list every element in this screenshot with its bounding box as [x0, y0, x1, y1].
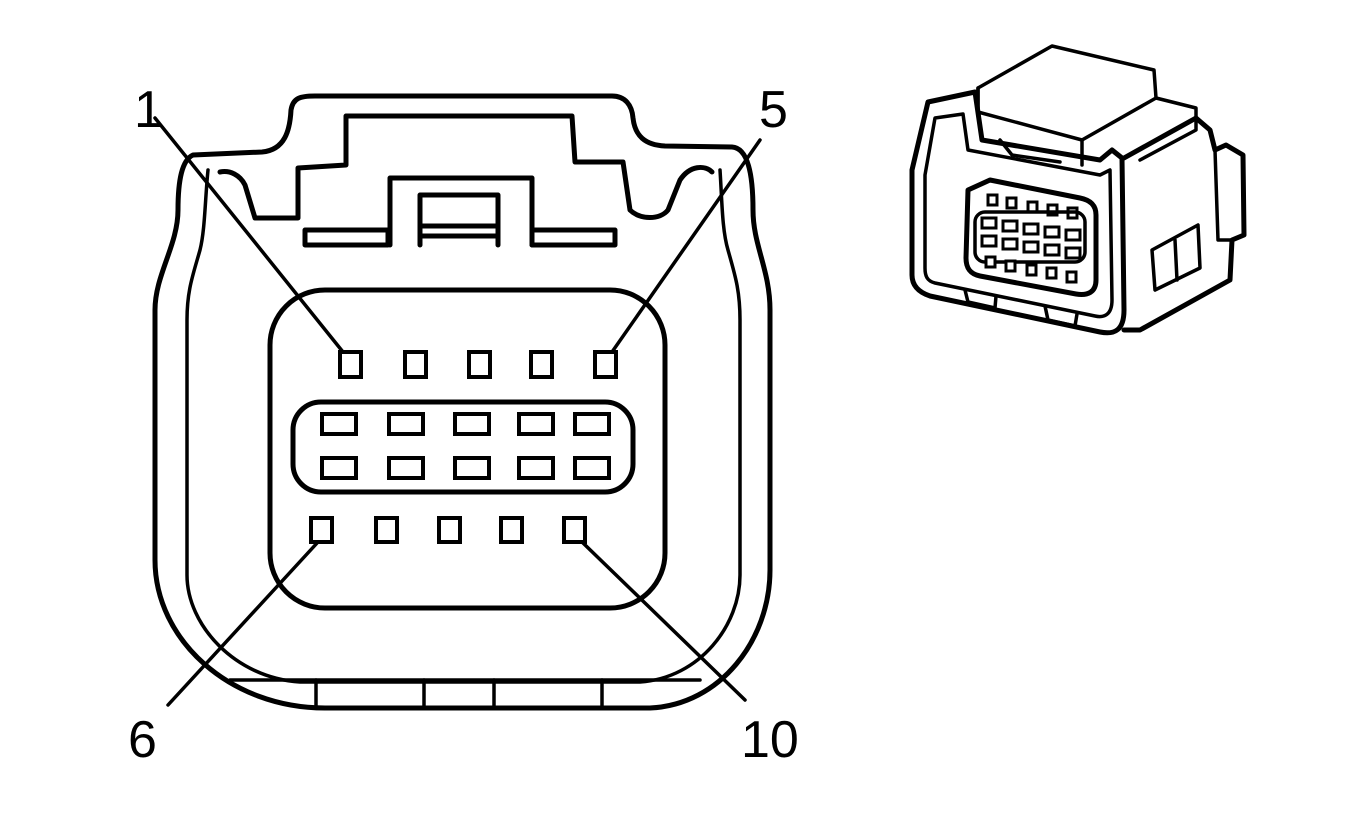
pin-label-1: 1: [134, 81, 163, 139]
housing-outline: [152, 93, 773, 711]
iso-latch-top: [976, 44, 1158, 142]
housing-inner-outline: [185, 168, 742, 684]
leader-pin-6: [166, 540, 320, 707]
cavity-8: [437, 516, 462, 544]
connector-face-view: 1 5 6 10: [128, 81, 799, 769]
leader-pin-1: [153, 116, 345, 354]
cavity-3: [467, 350, 492, 379]
leader-pin-5: [610, 138, 762, 354]
cavity-6: [309, 516, 334, 544]
center-pin-block: [290, 399, 636, 495]
leader-pin-10: [580, 540, 747, 702]
cavity-10: [562, 516, 587, 544]
bottom-row-cavities: [309, 516, 587, 544]
pin-label-10: 10: [741, 711, 799, 769]
latch-outline: [217, 113, 715, 221]
cavity-4: [529, 350, 554, 379]
cavity-1: [338, 350, 363, 379]
latch-bar-right: [529, 227, 618, 248]
iso-mating-face: [963, 177, 1099, 297]
cavity-2: [403, 350, 428, 379]
latch-center: [387, 175, 535, 248]
pin-label-6: 6: [128, 711, 157, 769]
latch-bar-left: [302, 227, 391, 248]
iso-body-side: [1121, 115, 1247, 333]
cavity-7: [374, 516, 399, 544]
top-row-cavities: [338, 350, 618, 379]
mating-face: [267, 287, 668, 611]
latch-center-inner: [417, 192, 501, 248]
leader-lines: [153, 116, 762, 707]
iso-side-window: [1150, 223, 1202, 292]
iso-body-front: [909, 89, 1127, 336]
connector-isometric-view: [909, 44, 1247, 336]
iso-cavities: [973, 193, 1087, 284]
cavity-5: [593, 350, 618, 379]
center-cavities: [320, 412, 611, 480]
iso-bottom-tabs: [963, 288, 1079, 328]
cavity-9: [499, 516, 524, 544]
bottom-tabs: [228, 678, 702, 710]
iso-body-inner: [923, 112, 1114, 319]
pin-label-5: 5: [759, 81, 788, 139]
